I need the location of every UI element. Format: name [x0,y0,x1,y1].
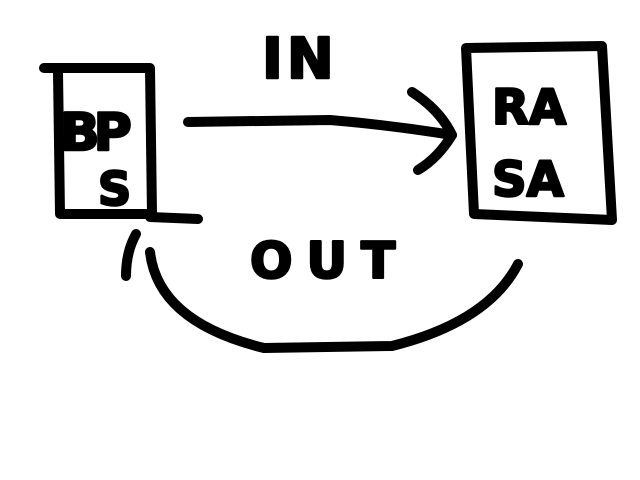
out-arrow-curve [145,247,523,353]
left-box-line-2: S [98,162,131,216]
in-arrow-shaft [183,115,457,140]
in-arrow-head [407,87,457,175]
out-arrow: OUT [121,229,523,353]
right-box-line-2: SA [492,152,564,208]
out-label: OUT [250,232,409,290]
in-arrow: IN [183,26,457,175]
left-box-tail [145,212,203,224]
left-box-line-1: BP [60,103,130,163]
right-box: RA SA [461,41,617,225]
in-label: IN [262,27,338,92]
right-box-outline [461,41,617,225]
left-box: BP S [39,63,203,224]
right-box-line-1: RA [492,80,566,136]
out-arrow-tick [121,229,141,281]
